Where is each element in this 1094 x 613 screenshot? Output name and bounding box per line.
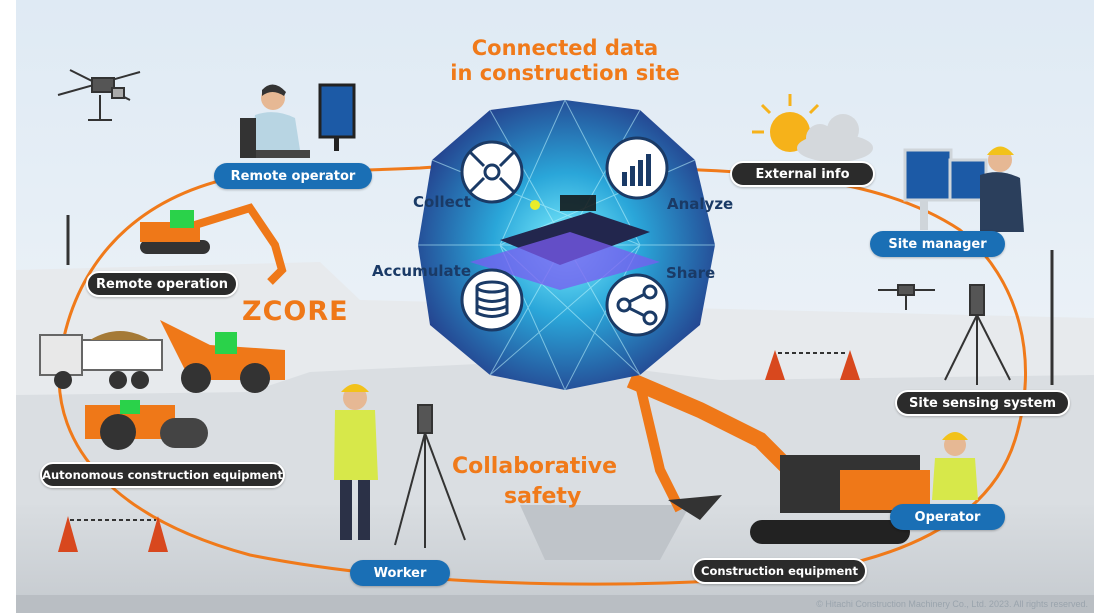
hub-label-collect: Collect [413, 193, 471, 211]
share-icon [605, 273, 669, 337]
safety-line-2: safety [504, 484, 582, 509]
title-line-2: in construction site [450, 61, 680, 85]
accumulate-icon [460, 268, 524, 332]
operator-figure [932, 432, 978, 500]
copyright-notice: © Hitachi Construction Machinery Co., Lt… [816, 599, 1088, 609]
sensing-drone-icon [878, 284, 935, 310]
remote-excavator-illustration [140, 203, 287, 285]
node-remote-operation: Remote operation [86, 271, 238, 297]
autonomous-truck-illustration [39, 320, 285, 393]
traffic-cones [58, 350, 860, 552]
construction-excavator-illustration [626, 372, 930, 544]
sun-cloud-icon [752, 94, 873, 162]
node-external-info: External info [730, 161, 875, 187]
safety-line-1: Collaborative [452, 454, 618, 479]
tripod-scanner-illustration [66, 215, 1054, 548]
hub-label-share: Share [666, 264, 716, 282]
drone-icon [57, 69, 141, 121]
worker-figure [334, 384, 378, 540]
node-autonomous-equipment: Autonomous construction equipment [40, 462, 285, 488]
node-site-manager: Site manager [870, 231, 1005, 257]
collaborative-safety-label: Collaborative safety [452, 452, 617, 512]
data-hub-illustration [418, 98, 715, 392]
node-site-sensing-system: Site sensing system [895, 390, 1070, 416]
site-manager-figure [903, 146, 1024, 232]
hub-label-analyze: Analyze [667, 195, 734, 213]
diagram-title: Connected data in construction site [440, 36, 690, 86]
remote-operator-figure [240, 83, 356, 158]
node-operator: Operator [890, 504, 1005, 530]
zcore-logo: ZCORE [242, 296, 349, 327]
node-construction-equipment: Construction equipment [692, 558, 867, 584]
hub-label-accumulate: Accumulate [372, 262, 471, 280]
analyze-icon [605, 136, 669, 200]
node-remote-operator: Remote operator [214, 163, 372, 189]
title-line-1: Connected data [471, 36, 659, 60]
collect-icon [460, 140, 524, 204]
node-worker: Worker [350, 560, 450, 586]
autonomous-roller-illustration [85, 400, 208, 450]
